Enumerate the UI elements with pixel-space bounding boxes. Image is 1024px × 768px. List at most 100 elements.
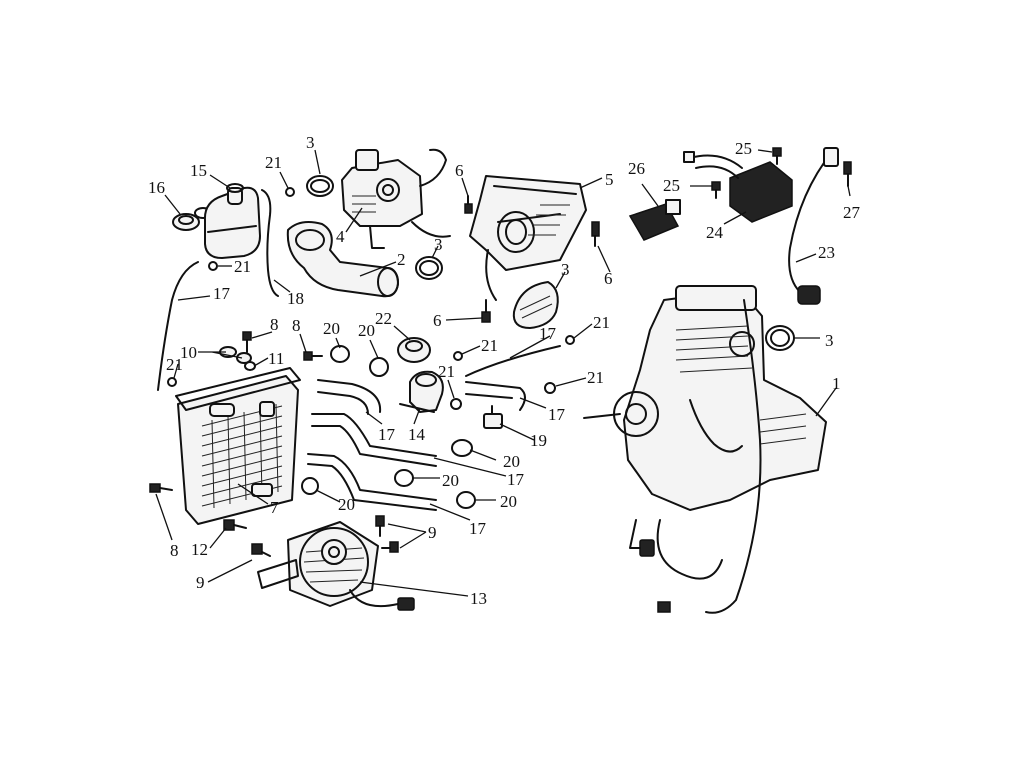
callout-21: 21 — [587, 368, 604, 387]
callout-21: 21 — [265, 153, 282, 172]
callout-8: 8 — [170, 541, 179, 560]
callout-9: 9 — [196, 573, 205, 592]
part-9-bolt — [251, 543, 271, 557]
part-27-plug — [843, 161, 852, 187]
part-2-intake-boot — [286, 221, 399, 298]
callout-3: 3 — [561, 260, 570, 279]
callout-6: 6 — [433, 311, 442, 330]
callout-21: 21 — [166, 355, 183, 374]
callout-24: 24 — [706, 223, 724, 242]
callout-20: 20 — [442, 471, 459, 490]
part-6-screw — [591, 221, 600, 247]
callout-17: 17 — [539, 324, 557, 343]
part-21-clip — [208, 261, 218, 271]
callout-13: 13 — [470, 589, 487, 608]
callout-21: 21 — [438, 362, 455, 381]
part-3-hose-clamp — [306, 175, 334, 197]
callout-27: 27 — [843, 203, 861, 222]
callout-3: 3 — [825, 331, 834, 350]
part-4-carburetor — [341, 148, 451, 249]
part-21-clip — [565, 335, 575, 345]
callout-5: 5 — [605, 170, 614, 189]
callout-8: 8 — [270, 315, 279, 334]
callout-20: 20 — [503, 452, 520, 471]
callout-9: 9 — [428, 523, 437, 542]
callout-labels: 1 2 3 3 3 3 4 5 6 6 6 7 8 8 8 9 9 10 11 … — [148, 133, 861, 608]
callout-20: 20 — [323, 319, 340, 338]
part-3-filter-element — [512, 281, 559, 329]
part-17-coolant-hose — [317, 379, 382, 413]
callout-22: 22 — [375, 309, 392, 328]
part-20-hose-clamp — [369, 357, 389, 377]
part-20-hose-clamp — [301, 477, 319, 495]
part-13-cooling-fan — [257, 521, 415, 611]
callout-3: 3 — [434, 235, 443, 254]
part-25-bolt — [772, 147, 782, 165]
leader-lines — [155, 149, 851, 597]
part-20-hose-clamp — [456, 491, 476, 509]
part-22-radiator-cap — [397, 337, 431, 363]
callout-15: 15 — [190, 161, 207, 180]
callout-18: 18 — [287, 289, 304, 308]
part-20-hose-clamp — [451, 439, 473, 457]
part-25-bolt — [711, 181, 721, 199]
part-12-temp-sensor — [223, 519, 247, 531]
part-3-hose-clamp — [415, 256, 443, 280]
callout-21: 21 — [593, 313, 610, 332]
part-17-coolant-hose — [465, 393, 513, 399]
callout-17: 17 — [469, 519, 487, 538]
callout-17: 17 — [378, 425, 396, 444]
callout-25: 25 — [735, 139, 752, 158]
part-21-clip — [544, 382, 556, 394]
part-17-vent-hose — [465, 345, 561, 377]
callout-20: 20 — [338, 495, 355, 514]
part-21-clip — [450, 398, 462, 410]
part-21-clip — [453, 351, 463, 361]
part-18-overflow-hose — [261, 189, 279, 297]
callout-23: 23 — [818, 243, 835, 262]
part-6-screw — [481, 299, 491, 323]
callout-6: 6 — [455, 161, 464, 180]
part-21-clip — [167, 377, 177, 387]
part-6-screw — [464, 195, 473, 214]
part-8-bolt — [242, 331, 252, 353]
part-19-fitting — [483, 405, 503, 429]
part-9-bolt — [381, 541, 399, 553]
part-14-filler-neck — [399, 370, 444, 413]
callout-8: 8 — [292, 316, 301, 335]
part-1-engine — [583, 285, 827, 614]
part-17-coolant-hose — [465, 381, 526, 411]
part-20-hose-clamp — [394, 469, 414, 487]
callout-4: 4 — [336, 227, 345, 246]
part-11-spring-washer — [244, 361, 256, 371]
callout-2: 2 — [397, 250, 406, 269]
part-3-hose-clamp — [765, 325, 795, 351]
callout-7: 7 — [270, 498, 279, 517]
callout-3: 3 — [306, 133, 315, 152]
part-23-sensor-cable — [788, 147, 839, 305]
part-17-coolant-hose — [311, 413, 437, 457]
callout-20: 20 — [500, 492, 517, 511]
part-17-breather-hose — [157, 261, 199, 391]
callout-25: 25 — [663, 176, 680, 195]
callout-11: 11 — [268, 349, 284, 368]
part-17-coolant-hose — [307, 453, 437, 501]
part-21-clip — [285, 187, 295, 197]
callout-20: 20 — [358, 321, 375, 340]
part-17-coolant-hose — [317, 391, 369, 415]
part-17-coolant-hose — [307, 463, 437, 511]
callout-17: 17 — [548, 405, 566, 424]
part-9-bolt — [375, 515, 385, 537]
part-20-hose-clamp — [330, 345, 350, 363]
callout-10: 10 — [180, 343, 197, 362]
part-16-tank-cap — [172, 207, 212, 231]
callout-12: 12 — [191, 540, 208, 559]
part-5-air-filter-box — [469, 175, 587, 301]
callout-21: 21 — [234, 257, 251, 276]
callout-17: 17 — [213, 284, 231, 303]
callout-21: 21 — [481, 336, 498, 355]
part-8-bolt — [303, 351, 323, 361]
callout-6: 6 — [604, 269, 613, 288]
callout-1: 1 — [832, 374, 841, 393]
